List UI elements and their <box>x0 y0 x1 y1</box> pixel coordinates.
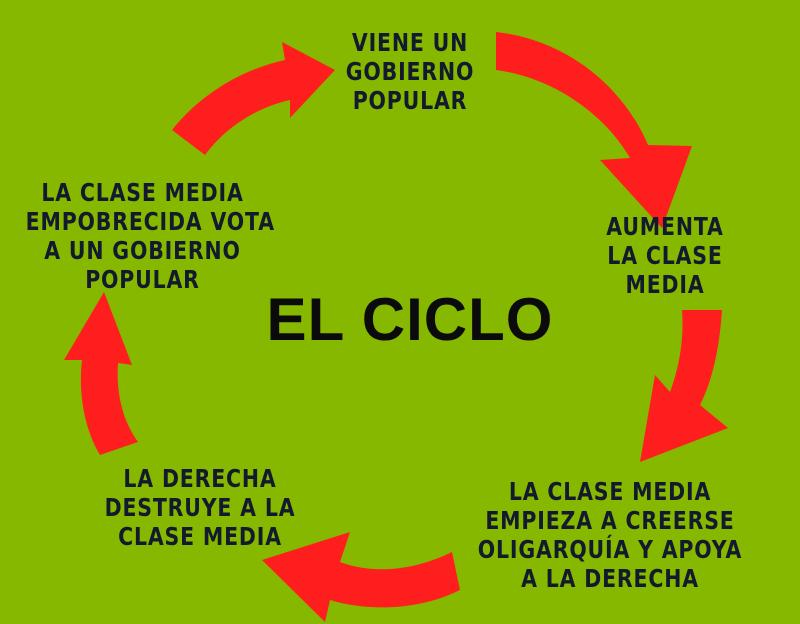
step-line: POPULAR <box>352 86 468 115</box>
step-line: LA CLASE MEDIA <box>508 477 712 506</box>
step-gobierno-popular: VIENE UN GOBIERNO POPULAR <box>328 28 492 115</box>
step-derecha-destruye: LA DERECHA DESTRUYE A LA CLASE MEDIA <box>98 464 303 551</box>
step-line: OLIGARQUÍA Y APOYA <box>477 535 743 564</box>
step-line: DESTRUYE A LA <box>104 493 296 522</box>
arrow-1 <box>496 32 692 228</box>
arrow-3 <box>262 532 460 622</box>
step-line: A UN GOBIERNO <box>44 236 241 265</box>
step-empobrecida-vota: LA CLASE MEDIA EMPOBRECIDA VOTA A UN GOB… <box>25 178 275 294</box>
step-aumenta-clase-media: AUMENTA LA CLASE MEDIA <box>591 212 739 299</box>
arrow-2 <box>640 310 728 462</box>
diagram-title: EL CICLO <box>266 286 554 353</box>
step-line: LA CLASE <box>607 241 723 270</box>
step-line: LA DERECHA <box>123 464 277 493</box>
step-line: VIENE UN <box>351 28 469 57</box>
arrow-4 <box>64 292 138 455</box>
step-line: AUMENTA <box>606 212 724 241</box>
step-line: EMPOBRECIDA VOTA <box>25 207 275 236</box>
step-line: MEDIA <box>625 270 705 299</box>
step-line: POPULAR <box>85 265 200 294</box>
step-apoya-derecha: LA CLASE MEDIA EMPIEZA A CREERSE OLIGARQ… <box>471 477 750 593</box>
step-line: GOBIERNO <box>345 57 475 86</box>
step-line: A LA DERECHA <box>521 564 699 593</box>
arrow-5 <box>172 42 335 155</box>
step-line: EMPIEZA A CREERSE <box>485 506 735 535</box>
step-line: CLASE MEDIA <box>118 522 282 551</box>
step-line: LA CLASE MEDIA <box>41 178 244 207</box>
